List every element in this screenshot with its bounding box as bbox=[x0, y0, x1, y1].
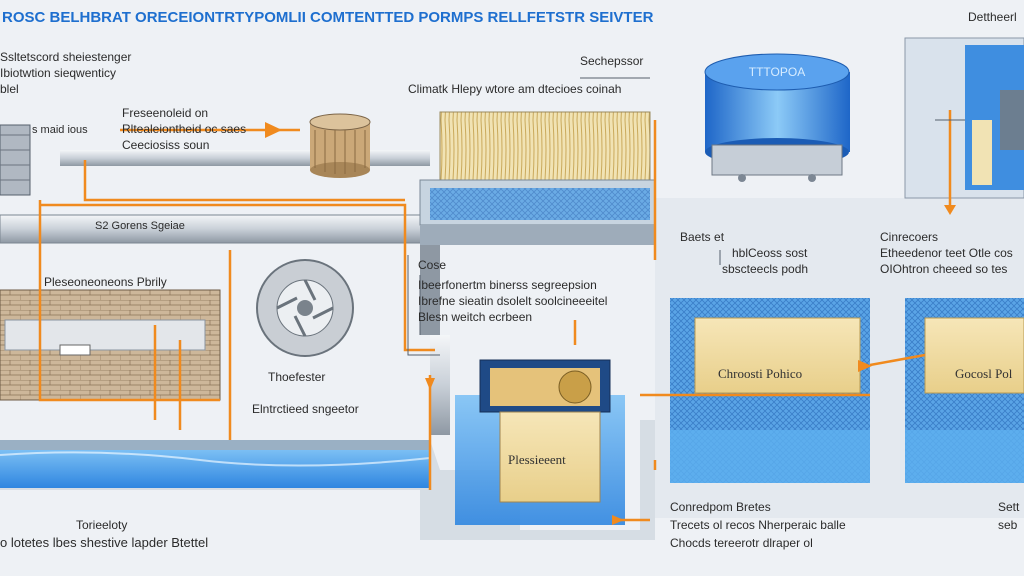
pressure-vessel bbox=[479, 359, 611, 503]
label-mid-top-2: Rltealeiontheid oc saes bbox=[122, 122, 247, 136]
label-mid-top-1: Freseenoleid on bbox=[122, 106, 209, 120]
label-right-top-2: Etheedenor teet Otle cos bbox=[880, 246, 1013, 260]
label-gocosel: Gocosl Pol bbox=[955, 366, 1013, 381]
label-right-top-1: Cinrecoers bbox=[880, 230, 939, 244]
label-mid-3: Blesn weitch ecrbeen bbox=[418, 310, 533, 324]
label-components: Conredpom Bretes bbox=[670, 500, 771, 514]
filter-bed-1 bbox=[670, 298, 870, 483]
label-bare-et: Baets et bbox=[680, 230, 725, 244]
label-pressure-box: Plessieeent bbox=[508, 452, 566, 467]
label-right-bottom-2: seb bbox=[998, 518, 1018, 532]
label-left-1: Ssltetscord sheiestenger bbox=[0, 50, 132, 64]
label-pipe: S2 Gorens Sgeiae bbox=[95, 220, 185, 232]
label-right-bottom-1: Sett bbox=[998, 500, 1020, 514]
pump-icon bbox=[256, 259, 354, 357]
label-pressure-pump: Pleseoneoneons Pbrily bbox=[44, 275, 167, 289]
label-elements: Elntrctieed sngeetor bbox=[252, 402, 359, 416]
label-mid-2: Ibrefne sieatin dsolelt soolcineeeitel bbox=[418, 294, 608, 308]
label-comp-sub-1: Trecets ol recos Nherperaic balle bbox=[670, 518, 846, 532]
label-left-2: Ibiotwtion sieqwenticy bbox=[0, 66, 117, 80]
label-small-left: s maid ious bbox=[32, 124, 88, 136]
filter-bed-2 bbox=[905, 298, 1024, 483]
label-chroosil: Chroosti Pohico bbox=[718, 366, 803, 381]
label-sechepsor: Sechepssor bbox=[580, 54, 644, 68]
label-bare-sub-1: hblCeoss sost bbox=[732, 246, 808, 260]
label-climate: Climatk Hlepy wtore am dtecioes coinah bbox=[408, 82, 622, 96]
label-mid-1: Ibeerfonertm binerss segreepsion bbox=[418, 278, 597, 292]
flow-arrows bbox=[265, 122, 956, 525]
pump-housing bbox=[0, 289, 221, 401]
right-cabinet bbox=[904, 37, 1024, 199]
label-cose: Cose bbox=[418, 258, 447, 272]
label-left-3: blel bbox=[0, 82, 19, 96]
tank-label: TTTOPOA bbox=[749, 65, 805, 79]
label-bottom-left-2: o lotetes lbes shestive lapder Btettel bbox=[0, 535, 209, 550]
diagram-title: ROSC BELHBRAT ORECEIONTRTYPOMLII COMTENT… bbox=[2, 9, 654, 26]
label-bottom-left-1: Torieeloty bbox=[76, 518, 128, 532]
label-thoesier: Thoefester bbox=[268, 370, 326, 384]
label-right-top-3: OIOhtron cheeed so tes bbox=[880, 262, 1008, 276]
label-comp-sub-2: Chocds tereerotr dlraper ol bbox=[670, 536, 813, 550]
left-cage bbox=[0, 124, 31, 196]
label-bare-sub-2: sbscteecls podh bbox=[722, 262, 809, 276]
flow-lines-dark bbox=[407, 77, 965, 356]
cylinder-filter bbox=[309, 113, 371, 178]
fiber-filter bbox=[419, 111, 656, 245]
label-top-right: Dettheerl bbox=[968, 10, 1017, 24]
storage-tank: TTTOPOA bbox=[704, 53, 850, 182]
label-mid-top-3: Ceeciosiss soun bbox=[122, 138, 210, 152]
